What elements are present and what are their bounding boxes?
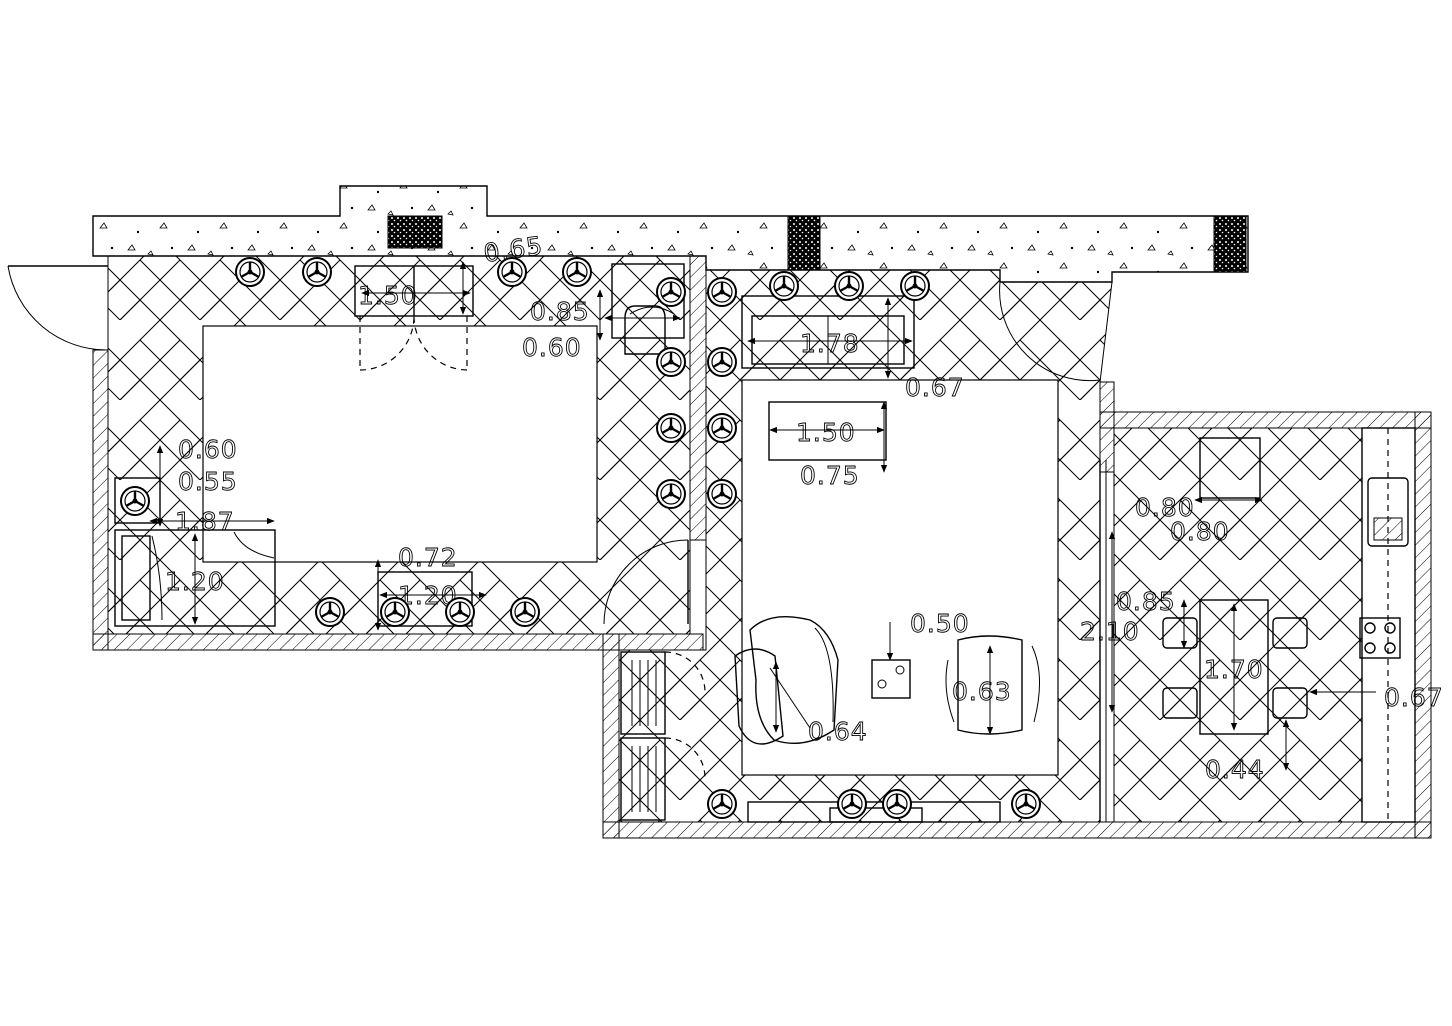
light-icon [1010,788,1042,820]
column [787,215,821,271]
partition-length-label: 2.10 [1080,617,1140,646]
kitchen-counter-depth-label: 0.67 [1384,683,1444,712]
lounge-chair-depth-label: 0.63 [952,677,1012,706]
recliner [734,615,839,745]
column [387,215,443,249]
light-icon [706,478,738,510]
desk [374,559,487,631]
lounge-chair [945,635,1041,735]
armchair-width-label: 0.60 [522,333,582,362]
light-icon [655,276,687,308]
light-icon [836,788,868,820]
living-door [999,281,1101,382]
cabinet-width-label: 0.80 [1135,493,1195,522]
light-icon [301,256,333,288]
dining-table [1180,599,1290,771]
light-icon [706,412,738,444]
wardrobe-width-label: 1.50 [358,281,418,310]
living-rug [741,379,1059,776]
sofa-width-label: 1.78 [800,329,860,358]
exterior-wall-strip [92,185,1249,283]
bedroom-door [603,539,689,625]
light-icon [496,256,528,288]
nightstand [114,445,164,527]
bed-length-label: 1.87 [175,507,235,536]
coffee-table-width-label: 1.50 [796,418,856,447]
light-icon [881,788,913,820]
tv-unit [747,801,1001,823]
wardrobe [354,261,474,371]
light-icon [706,276,738,308]
light-icon [379,596,411,628]
light-icon [706,788,738,820]
light-icon [655,478,687,510]
kitchen-counter [1309,427,1416,823]
light-icon [655,412,687,444]
nightstand-width-label: 0.60 [178,435,238,464]
light-icon [899,270,931,302]
cabinet [1194,437,1263,504]
entrance-door [7,265,109,351]
light-icon [119,485,151,517]
coffee-table [768,401,888,473]
dining-chairs [1162,617,1308,719]
bed [114,517,276,627]
cabinet-depth-label: 0.80 [1170,517,1230,546]
coffee-table-depth-label: 0.75 [800,461,860,490]
storage-shelves [620,651,706,821]
chair-depth-label: 0.85 [1116,587,1176,616]
light-icon [444,596,476,628]
nightstand-depth-label: 0.55 [178,467,238,496]
light-icon [509,596,541,628]
armchair [596,263,685,355]
dining-chair-width-label: 0.44 [1205,755,1265,784]
light-icon [706,346,738,378]
column [1213,215,1247,273]
light-icon [833,270,865,302]
desk-depth-label: 0.72 [398,543,458,572]
bed-width-label: 1.20 [165,567,225,596]
light-icon [655,346,687,378]
side-table-width-label: 0.50 [910,609,970,638]
armchair-depth-label: 0.85 [530,297,590,326]
dining-table-length-label: 1.70 [1204,655,1264,684]
cooktop [1359,617,1401,659]
recliner-width-label: 0.64 [808,717,868,746]
light-icon [561,256,593,288]
glass-partition [1099,460,1116,822]
light-icon [768,270,800,302]
side-table [871,622,911,699]
light-icon [234,256,266,288]
sofa [741,295,915,379]
sink [1367,477,1409,547]
sofa-depth-label: 0.67 [905,373,965,402]
light-icon [314,596,346,628]
